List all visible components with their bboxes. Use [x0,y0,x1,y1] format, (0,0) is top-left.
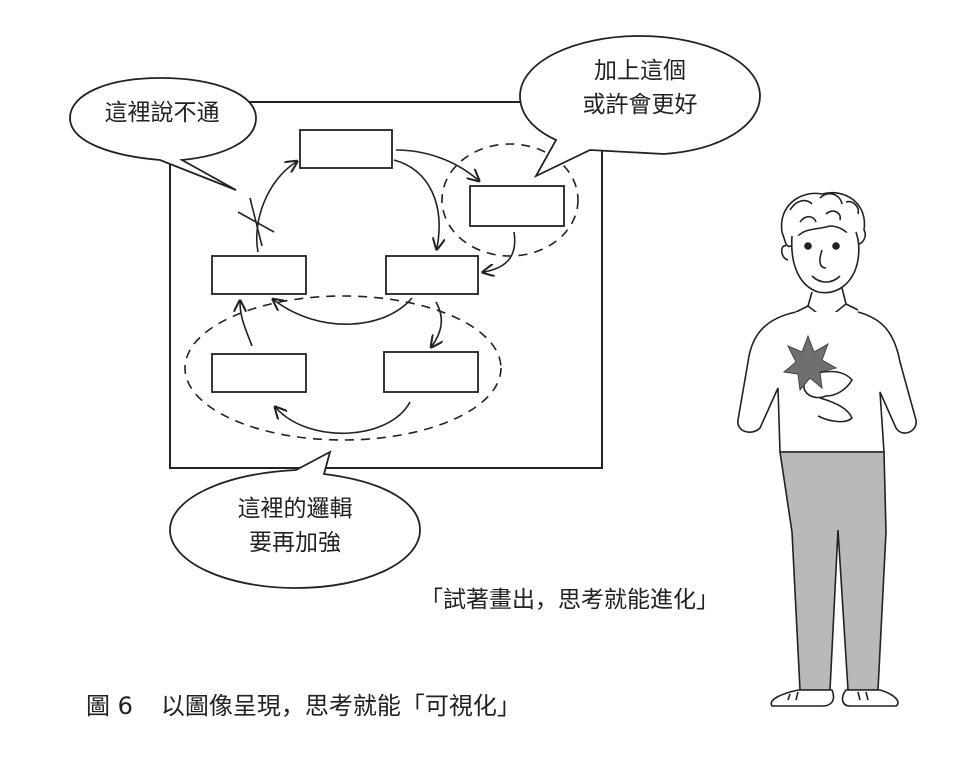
cross-mark-icon [237,197,275,247]
spark-star-icon [782,334,838,392]
bubble-left-line-1: 這裡說不通 [104,100,220,126]
box-bottom-left [211,353,307,393]
quote-caption: 「試著畫出，思考就能進化」 [420,587,719,613]
box-right-added [469,185,565,227]
box-middle-left [211,255,307,295]
arrow-top-to-middle-right [393,159,439,248]
bubble-left [69,77,257,191]
person-head [790,231,860,294]
figure-caption-text: 以圖像呈現，思考就能「可視化」 [160,692,521,720]
arrow-middle-left-to-top [256,162,296,253]
box-top [299,129,393,169]
arrow-middle-right-to-middle-left [274,298,413,325]
person-pants [779,451,887,691]
bubble-right-line-2: 或許會更好 [582,92,698,118]
person-shoe-right [841,689,899,707]
arrow-middle-right-to-bottom-right [432,301,441,346]
dashed-ellipse-bottom [184,295,502,441]
bubble-bottom-line-2: 要再加強 [249,530,341,556]
dashed-circle-added [441,143,579,257]
bubble-right-text: 加上這個 或許會更好 [545,54,735,122]
box-bottom-right [383,351,479,393]
person-shoe-left [770,689,835,707]
arrow-bottom-right-to-bottom-left [276,401,411,434]
figure-caption: 圖 6 以圖像呈現，思考就能「可視化」 [86,686,521,721]
thinking-person-illustration [737,191,917,707]
bubble-bottom-line-1: 這裡的邏輯 [237,496,353,522]
arrow-bottom-left-to-middle-left [240,302,253,347]
box-middle-right [385,255,479,295]
arrow-top-to-added [395,149,478,180]
arrow-added-to-middle-right [484,231,516,272]
bubble-right [519,35,761,179]
bubble-bottom-text: 這裡的邏輯 要再加強 [190,492,400,560]
bubble-bottom [169,450,421,589]
bubble-right-line-1: 加上這個 [594,58,686,84]
bubble-left-text: 這裡說不通 [82,96,242,130]
figure-label: 圖 6 [86,692,133,720]
